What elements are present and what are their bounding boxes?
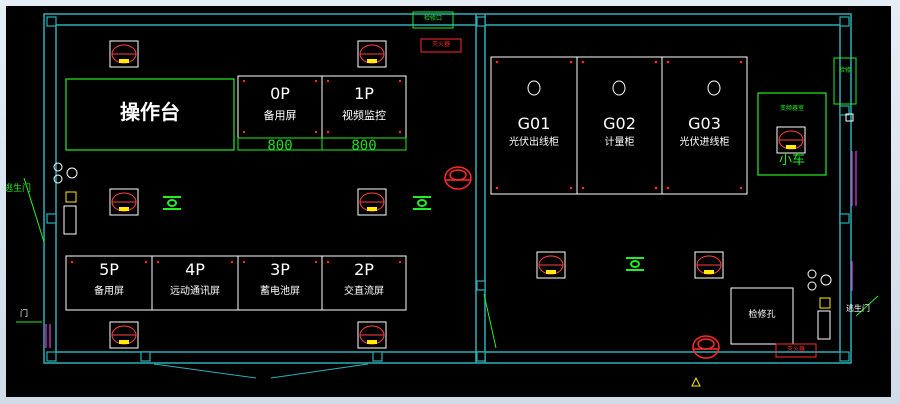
inspection-hole-label: 检修孔 bbox=[748, 310, 776, 320]
panel-1p-name: 视频监控 bbox=[342, 109, 386, 122]
door-swings bbox=[153, 363, 369, 379]
left-fixtures bbox=[53, 162, 78, 235]
cabinet-dots bbox=[70, 60, 743, 264]
panel-0p-code: 0P bbox=[270, 84, 290, 103]
panel-3p-code: 3P bbox=[270, 260, 290, 279]
outer-walls bbox=[43, 13, 852, 364]
columns bbox=[46, 16, 850, 362]
panel-4p-name: 远动通讯屏 bbox=[170, 286, 220, 297]
bottom-tag: 灭火器 bbox=[786, 346, 805, 353]
right-fixtures bbox=[807, 113, 854, 340]
green-symbols bbox=[163, 196, 644, 271]
magenta-marks bbox=[45, 151, 857, 348]
cad-canvas[interactable]: 检修口 灭火器 灭火器 操作台 0P 备用屏 800 1P 视频监控 800 5… bbox=[6, 6, 891, 397]
cabinet-g02-name: 计量柜 bbox=[604, 137, 635, 148]
panels-bottom-boxes bbox=[65, 255, 407, 311]
panel-0p-name: 备用屏 bbox=[263, 109, 297, 122]
cabinet-g03-name: 光伏进线柜 bbox=[679, 137, 730, 148]
left-door-label: 门 bbox=[20, 309, 28, 318]
panel-2p-code: 2P bbox=[354, 260, 374, 279]
side-tag: 检修 bbox=[838, 67, 851, 74]
cabinet-g01-code: G01 bbox=[517, 114, 551, 133]
trolley-label: 小车 bbox=[778, 153, 805, 168]
panel-2p-name: 交直流屏 bbox=[344, 286, 384, 297]
trolley-tag: 变频器室 bbox=[779, 105, 804, 112]
panel-5p-name: 备用屏 bbox=[94, 286, 124, 297]
top-tag-2: 灭火器 bbox=[431, 41, 450, 48]
tag-boxes bbox=[412, 11, 817, 358]
escape-door-left: 逃生门 bbox=[6, 184, 32, 194]
partition-wall bbox=[475, 14, 486, 363]
inspection-hole-box bbox=[730, 287, 794, 345]
light-fixtures bbox=[109, 40, 806, 349]
cabinet-boxes bbox=[490, 56, 748, 195]
console-label: 操作台 bbox=[120, 100, 180, 124]
panel-5p-code: 5P bbox=[99, 260, 119, 279]
panel-3p-name: 蓄电池屏 bbox=[260, 286, 300, 297]
escape-door-right: 逃生门 bbox=[846, 304, 870, 313]
floor-plan-drawing bbox=[16, 11, 879, 387]
trolley-box bbox=[757, 92, 827, 176]
side-box bbox=[833, 57, 857, 105]
cabinet-holes bbox=[527, 80, 721, 96]
panel-1p-code: 1P bbox=[354, 84, 374, 103]
panels-top-width-boxes bbox=[237, 137, 407, 151]
cabinet-g02-code: G02 bbox=[603, 114, 636, 133]
north-marker bbox=[691, 376, 701, 387]
cabinet-g01-name: 光伏出线柜 bbox=[509, 137, 559, 148]
panel-1p-width: 800 bbox=[351, 138, 377, 154]
cabinet-g03-code: G03 bbox=[688, 114, 721, 133]
top-tag-1: 检修口 bbox=[423, 15, 442, 22]
panel-4p-code: 4P bbox=[185, 260, 205, 279]
panel-0p-width: 800 bbox=[267, 138, 293, 154]
console-box bbox=[65, 78, 235, 151]
camera-icons bbox=[444, 166, 720, 359]
green-lines bbox=[16, 177, 879, 349]
